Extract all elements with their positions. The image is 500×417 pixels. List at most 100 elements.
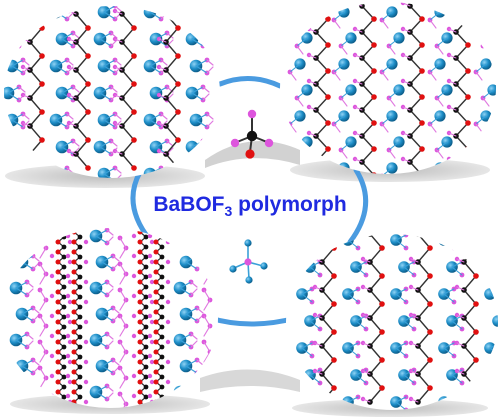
bond — [340, 89, 352, 99]
bond — [296, 37, 308, 47]
bond — [103, 119, 116, 128]
figure-title: BaBOF3 polymorph — [153, 193, 346, 219]
f-atom — [264, 138, 274, 148]
bond — [39, 273, 47, 285]
bond — [361, 5, 375, 20]
bond — [409, 31, 423, 46]
f-atom — [201, 235, 207, 241]
bond — [347, 293, 359, 303]
bond — [18, 32, 26, 39]
b-atom — [163, 11, 169, 17]
bond — [57, 231, 65, 238]
b-atom — [415, 234, 421, 237]
bond — [119, 263, 127, 275]
bond — [381, 63, 393, 73]
f-atom — [83, 299, 89, 305]
o-atom — [137, 289, 143, 295]
bond — [103, 113, 116, 121]
o-atom — [153, 339, 159, 345]
bond — [369, 331, 383, 347]
f-atom — [409, 229, 413, 233]
bond — [417, 275, 431, 291]
bond — [72, 140, 80, 147]
f-atom — [37, 235, 43, 241]
bond — [99, 92, 112, 101]
b-atom — [143, 364, 149, 370]
f-atom — [188, 383, 194, 389]
bond — [72, 32, 80, 39]
o-atom — [137, 389, 143, 395]
bond — [75, 55, 89, 71]
bond — [179, 235, 192, 244]
b-atom — [77, 354, 83, 360]
bond — [369, 275, 383, 291]
bond — [309, 266, 321, 276]
bond — [369, 359, 383, 375]
o-atom — [325, 120, 331, 126]
b-atom — [77, 324, 83, 330]
b-atom — [61, 264, 67, 270]
bond — [106, 333, 114, 340]
bond — [347, 347, 359, 357]
bond — [22, 66, 30, 74]
bond — [308, 80, 317, 85]
o-atom — [153, 249, 159, 255]
bond — [26, 385, 34, 392]
o-atom — [379, 245, 385, 251]
bond — [196, 255, 204, 262]
bond — [410, 314, 419, 319]
bond — [155, 86, 168, 94]
bond — [206, 174, 214, 178]
f-atom — [83, 359, 89, 365]
b-atom — [143, 244, 149, 250]
bond — [75, 111, 89, 127]
f-atom — [200, 151, 206, 157]
f-atom — [312, 396, 318, 402]
o-atom — [55, 349, 61, 355]
o-atom — [137, 249, 143, 255]
bond — [119, 393, 127, 405]
bond — [463, 359, 477, 375]
bond — [340, 149, 348, 159]
bond — [119, 237, 127, 249]
bond — [315, 44, 329, 59]
f-atom — [83, 399, 89, 405]
bond — [463, 234, 477, 249]
shadow — [200, 369, 300, 392]
bond — [476, 176, 482, 184]
bond — [354, 54, 363, 59]
bond — [185, 307, 198, 315]
bond — [191, 146, 204, 155]
bond — [443, 347, 455, 357]
bond — [61, 38, 74, 47]
ba-atom — [229, 265, 237, 273]
bond — [347, 288, 359, 295]
bond — [21, 313, 34, 322]
bond — [29, 83, 43, 99]
bond — [75, 139, 89, 155]
bond — [395, 239, 407, 249]
f-atom — [200, 30, 206, 36]
bond — [475, 123, 483, 133]
bond — [448, 54, 457, 59]
bond — [114, 94, 123, 99]
bond — [202, 39, 210, 47]
bond — [361, 135, 375, 150]
o-atom — [379, 385, 385, 391]
bond — [448, 106, 457, 111]
bond — [21, 307, 34, 315]
bond — [101, 313, 114, 322]
bond — [106, 288, 114, 296]
bond — [158, 150, 167, 155]
bond — [202, 86, 210, 93]
o-atom — [137, 369, 143, 375]
b-atom — [61, 344, 67, 350]
bond — [158, 122, 167, 127]
f-atom — [83, 379, 89, 385]
bond — [160, 113, 168, 120]
bond — [55, 59, 68, 67]
bond — [381, 115, 393, 125]
bond — [362, 342, 371, 347]
b-atom — [61, 334, 67, 340]
b-atom — [143, 374, 149, 380]
